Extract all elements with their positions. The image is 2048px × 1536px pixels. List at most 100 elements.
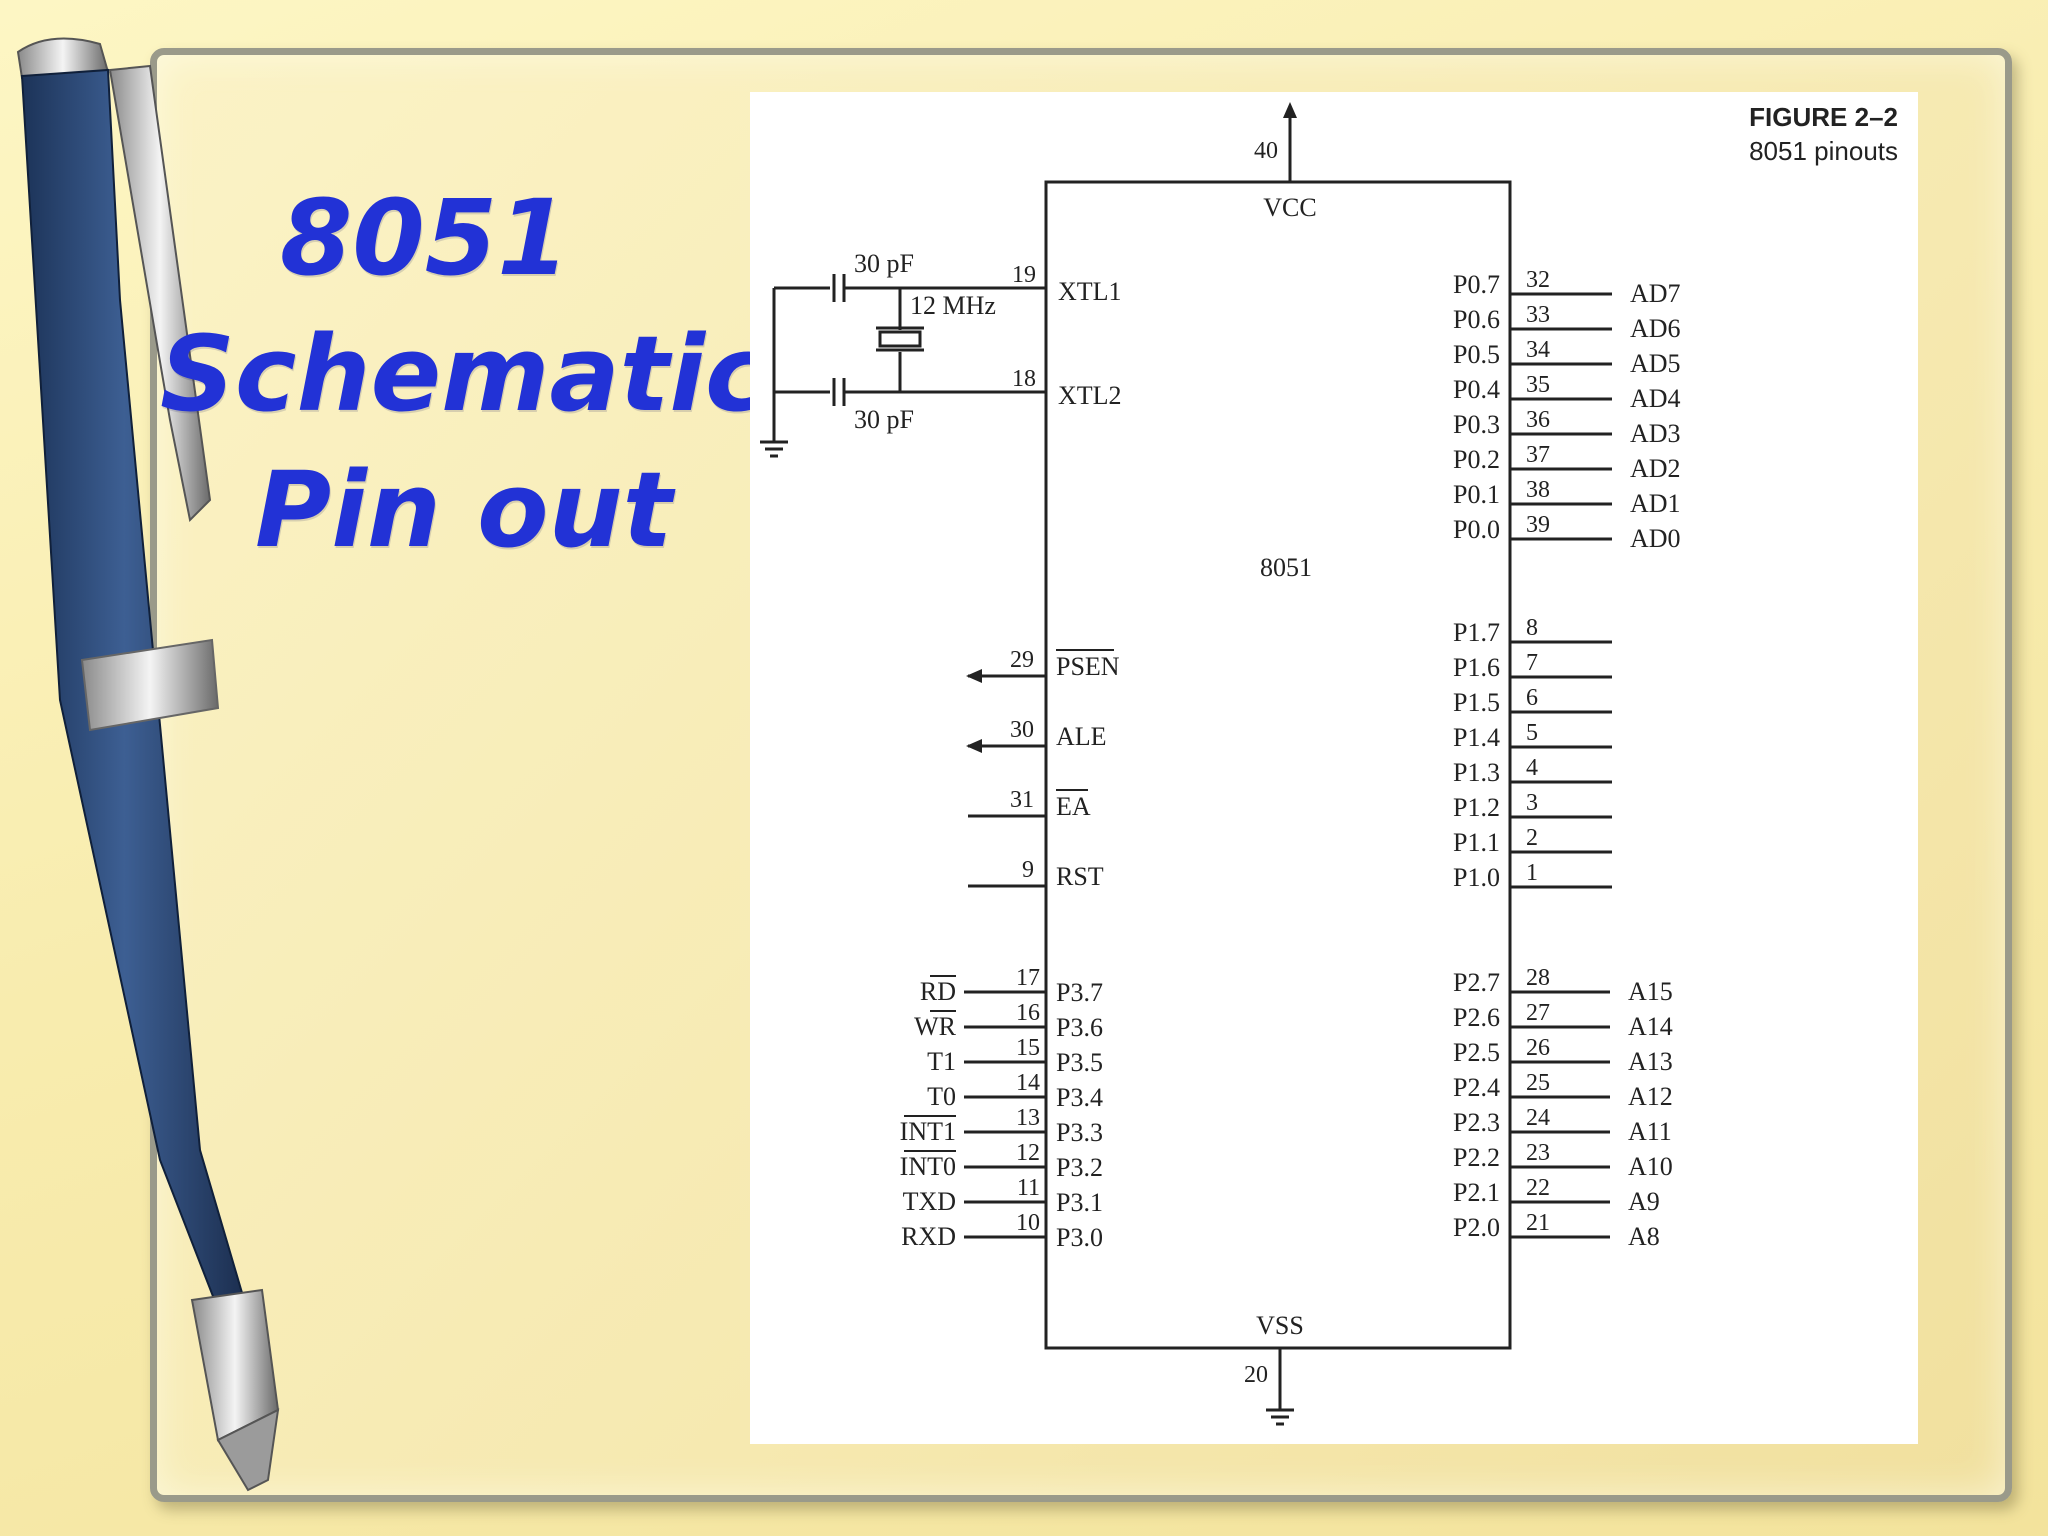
crystal-symbol — [878, 330, 922, 348]
signal-label: AD0 — [1630, 524, 1681, 553]
pin-number: 4 — [1526, 755, 1538, 781]
pin-label: P1.5 — [1453, 688, 1500, 717]
signal-label: A14 — [1628, 1012, 1673, 1041]
pin-number: 34 — [1526, 337, 1550, 363]
pin-label: RST — [1056, 862, 1104, 891]
pin-label: P2.4 — [1453, 1073, 1500, 1102]
signal-label: T0 — [927, 1082, 956, 1111]
pin-label: P1.1 — [1453, 828, 1500, 857]
signal-label: A11 — [1628, 1117, 1672, 1146]
pin-label: P0.3 — [1453, 410, 1500, 439]
pin-number: 38 — [1526, 477, 1550, 503]
output-arrow — [966, 669, 982, 683]
pin-number: 33 — [1526, 302, 1550, 328]
pin-number: 14 — [1016, 1070, 1040, 1096]
signal-label: AD1 — [1630, 489, 1681, 518]
pin-number: 23 — [1526, 1140, 1550, 1166]
pin-label: P2.0 — [1453, 1213, 1500, 1242]
pin-label: P2.7 — [1453, 968, 1500, 997]
pin-label: P0.4 — [1453, 375, 1500, 404]
ground-symbol-left — [760, 440, 788, 458]
pin-label: P3.0 — [1056, 1223, 1103, 1252]
pin-number: 35 — [1526, 372, 1550, 398]
pin-label: P3.7 — [1056, 978, 1103, 1007]
signal-label: A9 — [1628, 1187, 1660, 1216]
cap-bottom-label: 30 pF — [854, 405, 914, 434]
signal-label: AD7 — [1630, 279, 1681, 308]
pin-number: 8 — [1526, 615, 1538, 641]
slide-title: 8051 Schematic Pin out — [160, 170, 767, 578]
pin-label: P1.7 — [1453, 618, 1500, 647]
pin-label: P1.2 — [1453, 793, 1500, 822]
pin-label: P0.2 — [1453, 445, 1500, 474]
vcc-label: VCC — [1263, 193, 1316, 222]
pin-label: P0.7 — [1453, 270, 1500, 299]
pin-label: P2.1 — [1453, 1178, 1500, 1207]
crystal-frequency-label: 12 MHz — [910, 291, 996, 320]
chip-body — [1044, 180, 1512, 1350]
signal-label: A10 — [1628, 1152, 1673, 1181]
pin-label: P0.1 — [1453, 480, 1500, 509]
figure-caption-title: FIGURE 2–2 — [1749, 102, 1898, 132]
signal-label: A12 — [1628, 1082, 1673, 1111]
xtl2-label: XTL2 — [1058, 381, 1122, 410]
pin-number: 29 — [1010, 647, 1034, 673]
pin-label: P3.6 — [1056, 1013, 1103, 1042]
vcc-arrow — [1283, 102, 1297, 118]
pin-number: 28 — [1526, 965, 1550, 991]
pin-number: 13 — [1016, 1105, 1040, 1131]
signal-label: A15 — [1628, 977, 1673, 1006]
ground-symbol-bottom — [1266, 1408, 1294, 1426]
signal-label: TXD — [903, 1187, 956, 1216]
xtl1-pin-number: 19 — [1012, 262, 1036, 288]
figure-caption-subtitle: 8051 pinouts — [1749, 136, 1898, 166]
signal-label: A8 — [1628, 1222, 1660, 1251]
pin-number: 17 — [1016, 965, 1040, 991]
pin-number: 12 — [1016, 1140, 1040, 1166]
pin-number: 25 — [1526, 1070, 1550, 1096]
xtl1-label: XTL1 — [1058, 277, 1122, 306]
pin-number: 16 — [1016, 1000, 1040, 1026]
pin-label: P3.1 — [1056, 1188, 1103, 1217]
pin-label: P0.0 — [1453, 515, 1500, 544]
pinout-figure: FIGURE 2–2 8051 pinouts 8051 VCC 40 VSS … — [750, 92, 1918, 1444]
pin-label: P1.6 — [1453, 653, 1500, 682]
pin-label: P3.3 — [1056, 1118, 1103, 1147]
pin-label: P2.3 — [1453, 1108, 1500, 1137]
pin-number: 6 — [1526, 685, 1538, 711]
signal-label: AD6 — [1630, 314, 1681, 343]
pin-number: 3 — [1526, 790, 1538, 816]
cap-top-label: 30 pF — [854, 249, 914, 278]
pin-number: 10 — [1016, 1210, 1040, 1236]
pin-label: P3.5 — [1056, 1048, 1103, 1077]
output-arrow — [966, 739, 982, 753]
pin-number: 37 — [1526, 442, 1550, 468]
pin-number: 2 — [1526, 825, 1538, 851]
pin-label: P2.5 — [1453, 1038, 1500, 1067]
pin-label: PSEN — [1056, 652, 1120, 681]
pin-number: 39 — [1526, 512, 1550, 538]
signal-label: AD3 — [1630, 419, 1681, 448]
pin-label: P1.3 — [1453, 758, 1500, 787]
pin-label: P3.2 — [1056, 1153, 1103, 1182]
signal-label: INT0 — [900, 1152, 956, 1181]
pin-number: 1 — [1526, 860, 1538, 886]
pin-label: ALE — [1056, 722, 1107, 751]
pin-number: 31 — [1010, 787, 1034, 813]
pin-number: 24 — [1526, 1105, 1550, 1131]
pinout-diagram: FIGURE 2–2 8051 pinouts 8051 VCC 40 VSS … — [760, 102, 1898, 1426]
pin-number: 30 — [1010, 717, 1034, 743]
signal-label: INT1 — [900, 1117, 956, 1146]
pin-number: 21 — [1526, 1210, 1550, 1236]
pin-number: 22 — [1526, 1175, 1550, 1201]
vss-label: VSS — [1256, 1311, 1304, 1340]
vcc-pin-number: 40 — [1254, 138, 1278, 164]
signal-label: AD2 — [1630, 454, 1681, 483]
pin-label: P2.2 — [1453, 1143, 1500, 1172]
signal-label: RD — [920, 977, 956, 1006]
signal-label: AD4 — [1630, 384, 1681, 413]
signal-label: WR — [914, 1012, 957, 1041]
pin-number: 15 — [1016, 1035, 1040, 1061]
pin-label: P0.5 — [1453, 340, 1500, 369]
pin-number: 9 — [1022, 857, 1034, 883]
